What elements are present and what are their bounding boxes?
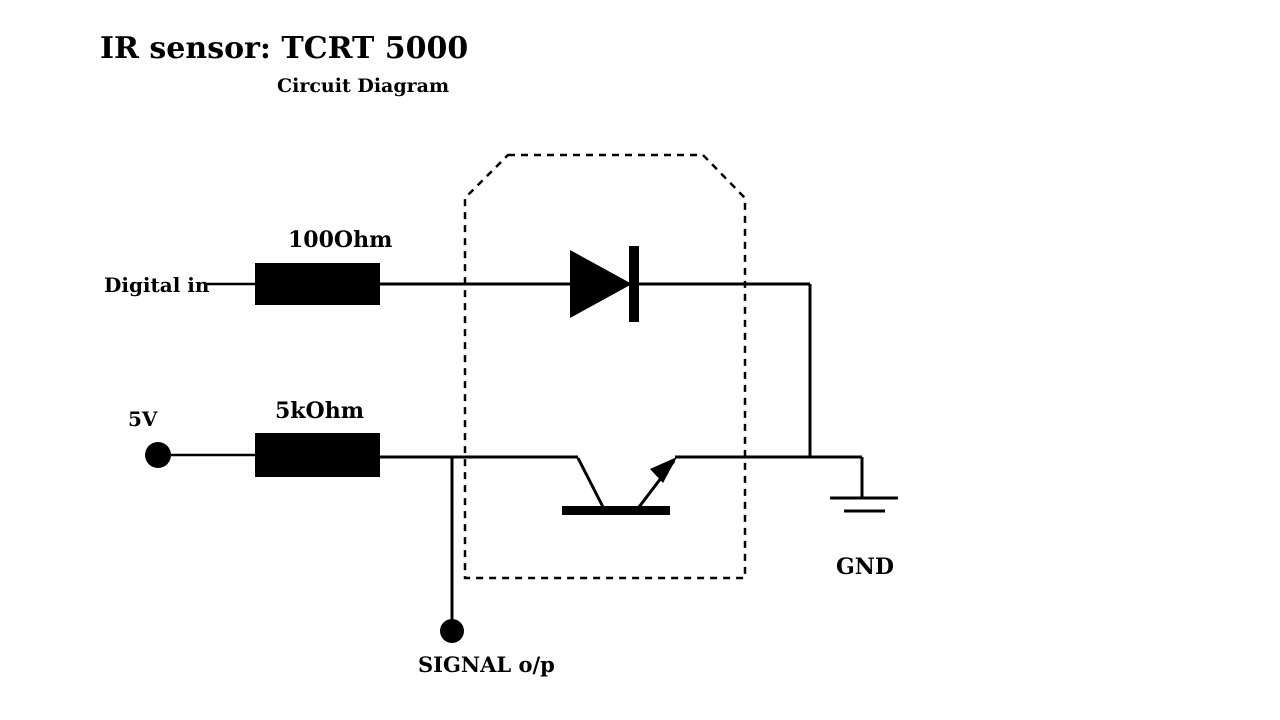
terminal-5v <box>145 442 171 468</box>
digital-in-label: Digital in <box>104 273 210 297</box>
transistor-left-leg <box>576 457 605 508</box>
page-subtitle: Circuit Diagram <box>277 75 449 97</box>
resistor-100ohm <box>255 263 380 305</box>
signal-out-label: SIGNAL o/p <box>418 652 555 677</box>
transistor-base-bar <box>562 506 670 515</box>
supply-5v-label: 5V <box>128 407 158 431</box>
resistor-100ohm-label: 100Ohm <box>288 227 392 253</box>
resistor-5kohm-label: 5kOhm <box>275 398 364 424</box>
resistor-5kohm <box>255 433 380 477</box>
diode-cathode-bar <box>629 246 639 322</box>
ground-label: GND <box>836 554 894 580</box>
transistor-arrow <box>650 457 677 483</box>
diode-triangle <box>570 250 632 318</box>
sensor-package-outline <box>463 153 747 580</box>
terminal-signal-out <box>440 619 464 643</box>
page-title: IR sensor: TCRT 5000 <box>100 31 468 66</box>
